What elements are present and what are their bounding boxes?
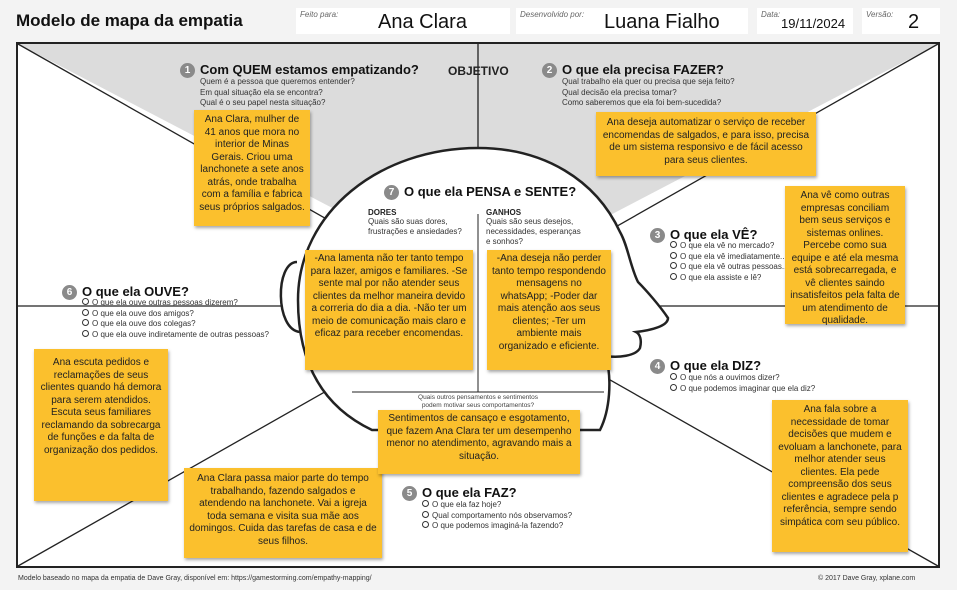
section-quem-title: 1 Com QUEM estamos empatizando?	[180, 62, 419, 78]
question: O que ela faz hoje?	[432, 500, 502, 509]
question: Qual decisão ela precisa tomar?	[562, 87, 677, 97]
data-value: 19/11/2024	[781, 16, 846, 31]
versao-value: 2	[908, 11, 920, 33]
desenvolvido-por-label: Desenvolvido por:	[520, 10, 585, 19]
question: O que nós a ouvimos dizer?	[680, 373, 780, 382]
sticky-note-quem[interactable]: Ana Clara, mulher de 41 anos que mora no…	[194, 110, 310, 226]
ear-icon	[279, 260, 301, 334]
sticky-note-fazer[interactable]: Ana deseja automatizar o serviço de rece…	[596, 112, 816, 176]
section-pensa-title: 7 O que ela PENSA e SENTE?	[384, 184, 576, 200]
sticky-note-diz[interactable]: Ana fala sobre a necessidade de tomar de…	[772, 400, 908, 552]
question: Qual comportamento nós observamos?	[432, 510, 573, 520]
desenvolvido-por-value: Luana Fialho	[604, 11, 720, 33]
footer-copyright: © 2017 Dave Gray, xplane.com	[818, 575, 916, 582]
section-faz-label: O que ela FAZ?	[422, 485, 517, 500]
section-pensa-label: O que ela PENSA e SENTE?	[404, 184, 577, 199]
versao-field[interactable]: Versão: 2	[862, 8, 940, 34]
other-thoughts-question: Quais outros pensamentos e sentimentos p…	[418, 394, 538, 409]
question: O que podemos imaginar que ela diz?	[680, 383, 816, 393]
question: O que podemos imaginá-la fazendo?	[432, 521, 564, 530]
section-ouve-label: O que ela OUVE?	[82, 284, 189, 299]
question: O que ela vê imediatamente...	[680, 251, 787, 261]
section-diz-label: O que ela DIZ?	[670, 358, 762, 373]
number-3-badge: 3	[650, 228, 665, 243]
section-faz-title: 5 O que ela FAZ?	[402, 485, 517, 501]
number-2-badge: 2	[542, 63, 557, 78]
question: O que ela assiste e lê?	[680, 272, 762, 282]
section-ouve-questions: O que ela ouve outras pessoas dizerem? O…	[82, 298, 269, 340]
question: Quem é a pessoa que queremos entender?	[200, 77, 355, 86]
dores-question: Quais são suas dores, frustrações e ansi…	[368, 217, 462, 236]
section-ve-label: O que ela VÊ?	[670, 227, 758, 242]
desenvolvido-por-field[interactable]: Desenvolvido por: Luana Fialho	[516, 8, 748, 34]
question: Como saberemos que ela foi bem-sucedida?	[562, 98, 722, 107]
feito-para-value: Ana Clara	[378, 11, 467, 33]
section-fazer-label: O que ela precisa FAZER?	[562, 62, 724, 77]
section-diz-title: 4 O que ela DIZ?	[650, 358, 761, 374]
question: Qual trabalho ela quer ou precisa que se…	[562, 77, 735, 86]
objetivo-label: OBJETIVO	[448, 64, 509, 78]
ganhos-label: GANHOS	[486, 208, 522, 217]
sticky-note-ganhos[interactable]: -Ana deseja não perder tanto tempo respo…	[487, 250, 611, 370]
section-fazer-questions: Qual trabalho ela quer ou precisa que se…	[562, 77, 735, 109]
section-ve-questions: O que ela vê no mercado? O que ela vê im…	[670, 241, 789, 283]
section-ouve-title: 6 O que ela OUVE?	[62, 284, 189, 300]
question: O que ela ouve outras pessoas dizerem?	[92, 298, 238, 307]
sticky-note-ouve[interactable]: Ana escuta pedidos e reclamações de seus…	[34, 349, 168, 501]
number-6-badge: 6	[62, 285, 77, 300]
page-title: Modelo de mapa da empatia	[16, 11, 243, 30]
question: O que ela ouve dos amigos?	[92, 308, 194, 318]
section-quem-questions: Quem é a pessoa que queremos entender? E…	[200, 77, 355, 109]
question: Em qual situação ela se encontra?	[200, 87, 323, 97]
section-quem-label: Com QUEM estamos empatizando?	[200, 62, 419, 77]
question: O que ela vê outras pessoas...	[680, 262, 789, 271]
sticky-note-other-thoughts[interactable]: Sentimentos de cansaço e esgotamento, qu…	[378, 410, 580, 474]
question: O que ela ouve dos colegas?	[92, 319, 196, 328]
versao-label: Versão:	[866, 10, 894, 19]
sticky-note-ve[interactable]: Ana vê como outras empresas conciliam be…	[785, 186, 905, 326]
sticky-note-dores[interactable]: -Ana lamenta não ter tanto tempo para la…	[305, 250, 473, 370]
feito-para-field[interactable]: Feito para: Ana Clara	[296, 8, 510, 34]
feito-para-label: Feito para:	[300, 10, 339, 19]
sticky-note-faz[interactable]: Ana Clara passa maior parte do tempo tra…	[184, 468, 382, 558]
number-7-badge: 7	[384, 185, 399, 200]
ganhos-question: Quais são seus desejos, necessidades, es…	[486, 217, 581, 246]
section-ve-title: 3 O que ela VÊ?	[650, 227, 757, 243]
data-label: Data:	[761, 10, 781, 19]
number-5-badge: 5	[402, 486, 417, 501]
data-field[interactable]: Data: 19/11/2024	[757, 8, 853, 34]
section-diz-questions: O que nós a ouvimos dizer? O que podemos…	[670, 373, 815, 394]
number-1-badge: 1	[180, 63, 195, 78]
question: Qual é o seu papel nesta situação?	[200, 98, 326, 107]
question: O que ela ouve indiretamente de outras p…	[92, 329, 270, 339]
question: O que ela vê no mercado?	[680, 241, 775, 250]
section-fazer-title: 2 O que ela precisa FAZER?	[542, 62, 724, 78]
section-faz-questions: O que ela faz hoje? Qual comportamento n…	[422, 500, 572, 532]
dores-label: DORES	[368, 208, 397, 217]
number-4-badge: 4	[650, 359, 665, 374]
footer-credit: Modelo baseado no mapa da empatia de Dav…	[18, 575, 372, 582]
